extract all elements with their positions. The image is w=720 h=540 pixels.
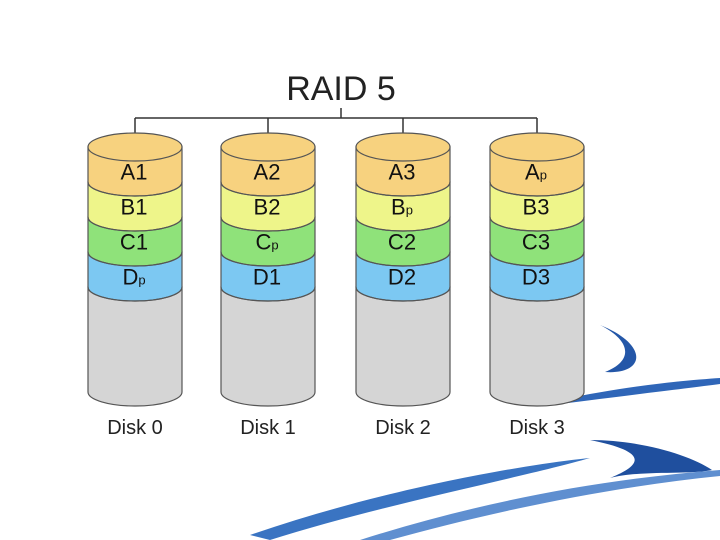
block-index: 3 xyxy=(403,160,415,185)
block-label: D2 xyxy=(388,265,416,290)
block-label: C1 xyxy=(120,230,148,255)
swoosh-curve-5 xyxy=(360,470,720,540)
disk-label: Disk 0 xyxy=(107,417,163,439)
block-label: D1 xyxy=(253,265,281,290)
swoosh-curve-2 xyxy=(560,378,720,404)
block-letter: C xyxy=(120,230,136,255)
band-separator xyxy=(489,181,585,197)
block-label: B1 xyxy=(121,195,148,220)
band-separator xyxy=(355,286,451,302)
disk-top xyxy=(355,132,451,162)
block-label: A1 xyxy=(121,160,148,185)
disk-label: Disk 1 xyxy=(240,417,296,439)
empty-space xyxy=(489,286,585,407)
diagram-title: RAID 5 xyxy=(286,70,396,108)
block-label: Dp xyxy=(122,265,145,290)
band-separator xyxy=(489,216,585,232)
block-letter: B xyxy=(523,195,538,220)
block-label: C2 xyxy=(388,230,416,255)
band-separator xyxy=(220,286,316,302)
block-letter: D xyxy=(522,265,538,290)
band-separator xyxy=(87,216,183,232)
parity-subscript: p xyxy=(138,273,145,288)
block-letter: B xyxy=(254,195,269,220)
block-letter: A xyxy=(389,160,404,185)
disk-top xyxy=(220,132,316,162)
block-label: A3 xyxy=(389,160,416,185)
block-letter: C xyxy=(255,230,271,255)
swoosh-curve-1 xyxy=(600,325,637,373)
block-letter: C xyxy=(522,230,538,255)
disk-top xyxy=(87,132,183,162)
swoosh-curve-4 xyxy=(250,458,590,540)
empty-space xyxy=(355,286,451,407)
band-separator xyxy=(489,286,585,302)
block-letter: A xyxy=(121,160,136,185)
band-separator xyxy=(355,251,451,267)
swoosh-curve-3 xyxy=(590,440,712,478)
block-letter: B xyxy=(391,195,406,220)
block-index: 2 xyxy=(404,265,416,290)
block-index: 2 xyxy=(404,230,416,255)
block-label: B3 xyxy=(523,195,550,220)
band-separator xyxy=(87,251,183,267)
block-letter: D xyxy=(388,265,404,290)
block-label: D3 xyxy=(522,265,550,290)
block-index: 1 xyxy=(136,230,148,255)
band-separator xyxy=(220,181,316,197)
empty-space xyxy=(87,286,183,407)
band-separator xyxy=(355,181,451,197)
block-label: Cp xyxy=(255,230,278,255)
disk-top xyxy=(489,132,585,162)
block-letter: A xyxy=(254,160,269,185)
block-label: A2 xyxy=(254,160,281,185)
block-index: 3 xyxy=(538,230,550,255)
block-label: B2 xyxy=(254,195,281,220)
band-separator xyxy=(220,251,316,267)
block-index: 2 xyxy=(268,195,280,220)
disk-label: Disk 3 xyxy=(509,417,565,439)
block-index: 1 xyxy=(135,160,147,185)
empty-space xyxy=(220,286,316,407)
block-letter: C xyxy=(388,230,404,255)
block-index: 1 xyxy=(269,265,281,290)
block-letter: D xyxy=(122,265,138,290)
block-index: 2 xyxy=(268,160,280,185)
block-letter: A xyxy=(525,160,540,185)
block-label: Bp xyxy=(391,195,413,220)
block-index: 1 xyxy=(135,195,147,220)
parity-subscript: p xyxy=(540,168,547,183)
block-index: 3 xyxy=(538,265,550,290)
decorative-swoosh xyxy=(250,325,720,540)
parity-subscript: p xyxy=(271,238,278,253)
block-letter: D xyxy=(253,265,269,290)
band-separator xyxy=(87,181,183,197)
block-index: 3 xyxy=(537,195,549,220)
disk-label: Disk 2 xyxy=(375,417,431,439)
band-separator xyxy=(489,251,585,267)
block-letter: B xyxy=(121,195,136,220)
block-label: C3 xyxy=(522,230,550,255)
band-separator xyxy=(355,216,451,232)
block-label: Ap xyxy=(525,160,547,185)
parity-subscript: p xyxy=(406,203,413,218)
band-separator xyxy=(87,286,183,302)
band-separator xyxy=(220,216,316,232)
connector-lines xyxy=(134,108,538,145)
